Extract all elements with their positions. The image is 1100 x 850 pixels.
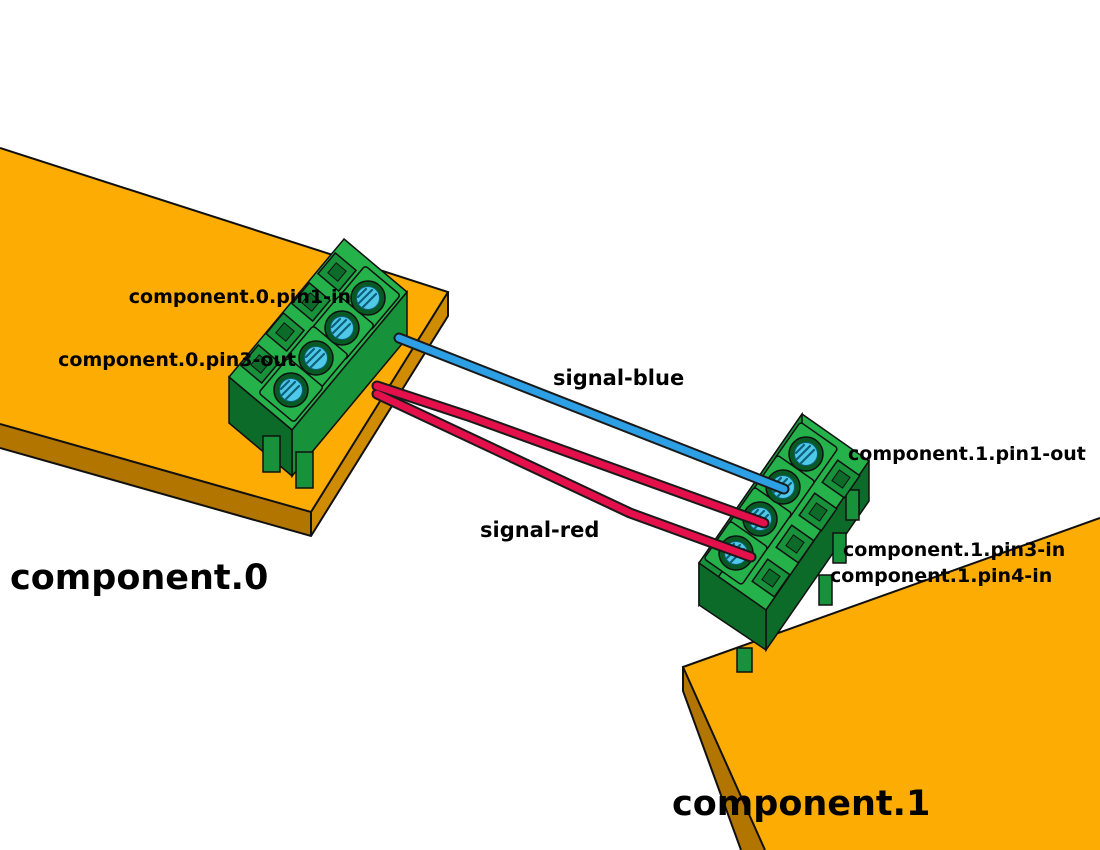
screw-terminal — [272, 371, 310, 409]
wire-signal-red — [371, 380, 770, 563]
screw-terminal — [323, 309, 361, 347]
screw-terminal — [787, 435, 825, 473]
connector-1-pin — [832, 532, 847, 564]
label-component-0-pin1-in: component.0.pin1-in — [129, 286, 351, 308]
wire-red-branch-1-core — [373, 382, 768, 527]
pcb-board-1 — [681, 517, 1100, 850]
connector-1-bottom-face — [698, 561, 767, 652]
wire-signal-blue — [393, 332, 790, 495]
wire-blue-core — [395, 334, 788, 493]
screw-terminal — [349, 279, 387, 317]
connector-1-pin — [818, 574, 833, 606]
connector-0-foot — [295, 451, 314, 489]
label-component-1: component.1 — [672, 784, 930, 824]
board-0-side-face-front — [0, 424, 311, 536]
label-component-0-pin3-out: component.0.pin3-out — [58, 349, 296, 371]
label-component-1-pin3-in: component.1.pin3-in — [843, 539, 1065, 561]
board-1-top-face — [683, 518, 1100, 850]
connector-1-pin — [845, 489, 860, 521]
label-signal-blue: signal-blue — [553, 366, 684, 390]
terminal-block-0 — [227, 237, 409, 489]
connector-1-foot — [736, 647, 753, 673]
label-component-1-pin4-in: component.1.pin4-in — [830, 565, 1052, 587]
label-component-1-pin1-out: component.1.pin1-out — [848, 443, 1086, 465]
wire-red-branch-2-core — [373, 390, 755, 561]
terminal-block-1 — [697, 411, 871, 673]
screw-terminal — [297, 339, 335, 377]
connector-0-foot — [262, 435, 281, 473]
board-0-edge-outline — [0, 147, 450, 514]
board-1-thickness-outline — [682, 667, 742, 850]
board-0-side-face-right — [311, 292, 448, 536]
board-0-thickness-outline — [0, 292, 449, 538]
label-signal-red: signal-red — [480, 518, 599, 542]
label-component-0: component.0 — [10, 558, 268, 598]
